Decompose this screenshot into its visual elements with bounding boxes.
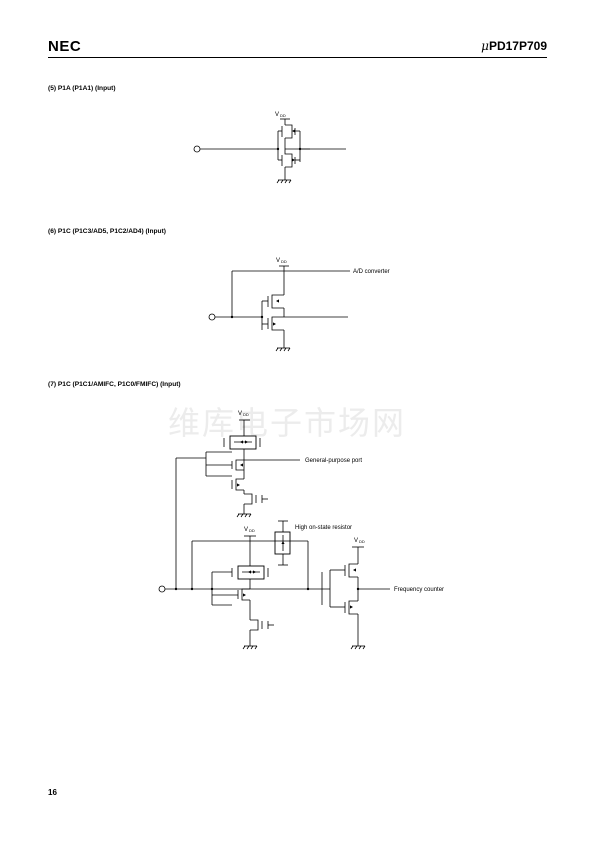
frequency-counter-label: Frequency counter <box>394 587 444 593</box>
nec-logo: NEC <box>48 38 82 55</box>
svg-text:DD: DD <box>281 259 287 264</box>
section-heading-p1c-fmifc: (7) P1C (P1C1/AMIFC, P1C0/FMIFC) (Input) <box>48 381 181 388</box>
svg-text:DD: DD <box>249 528 255 533</box>
watermark: 维库电子市场网 <box>168 404 407 442</box>
mu-symbol: μ <box>481 39 489 53</box>
svg-text:V: V <box>276 258 280 264</box>
header-rule <box>48 57 547 58</box>
section-heading-p1a: (5) P1A (P1A1) (Input) <box>48 85 116 92</box>
svg-text:V: V <box>244 527 248 533</box>
high-on-state-resistor-label: High on-state resistor <box>295 525 352 531</box>
page-number: 16 <box>48 788 57 797</box>
part-number-text: PD17P709 <box>488 39 547 53</box>
part-number: μPD17P709 <box>481 39 547 53</box>
section-heading-p1c-ad: (6) P1C (P1C3/AD5, P1C2/AD4) (Input) <box>48 228 166 235</box>
svg-text:V: V <box>275 112 279 118</box>
svg-text:DD: DD <box>359 539 365 544</box>
vdd-label: V DD <box>238 411 249 417</box>
general-purpose-port-label: General-purpose port <box>305 458 362 464</box>
svg-text:DD: DD <box>280 113 286 118</box>
vdd-label: V DD <box>275 112 286 118</box>
vdd-label: V DD <box>354 538 365 544</box>
vdd-label: V DD <box>244 527 255 533</box>
svg-text:V: V <box>238 411 242 417</box>
svg-text:V: V <box>354 538 358 544</box>
svg-text:DD: DD <box>243 412 249 417</box>
vdd-label: V DD <box>276 258 287 264</box>
ad-converter-label: A/D converter <box>353 269 390 275</box>
